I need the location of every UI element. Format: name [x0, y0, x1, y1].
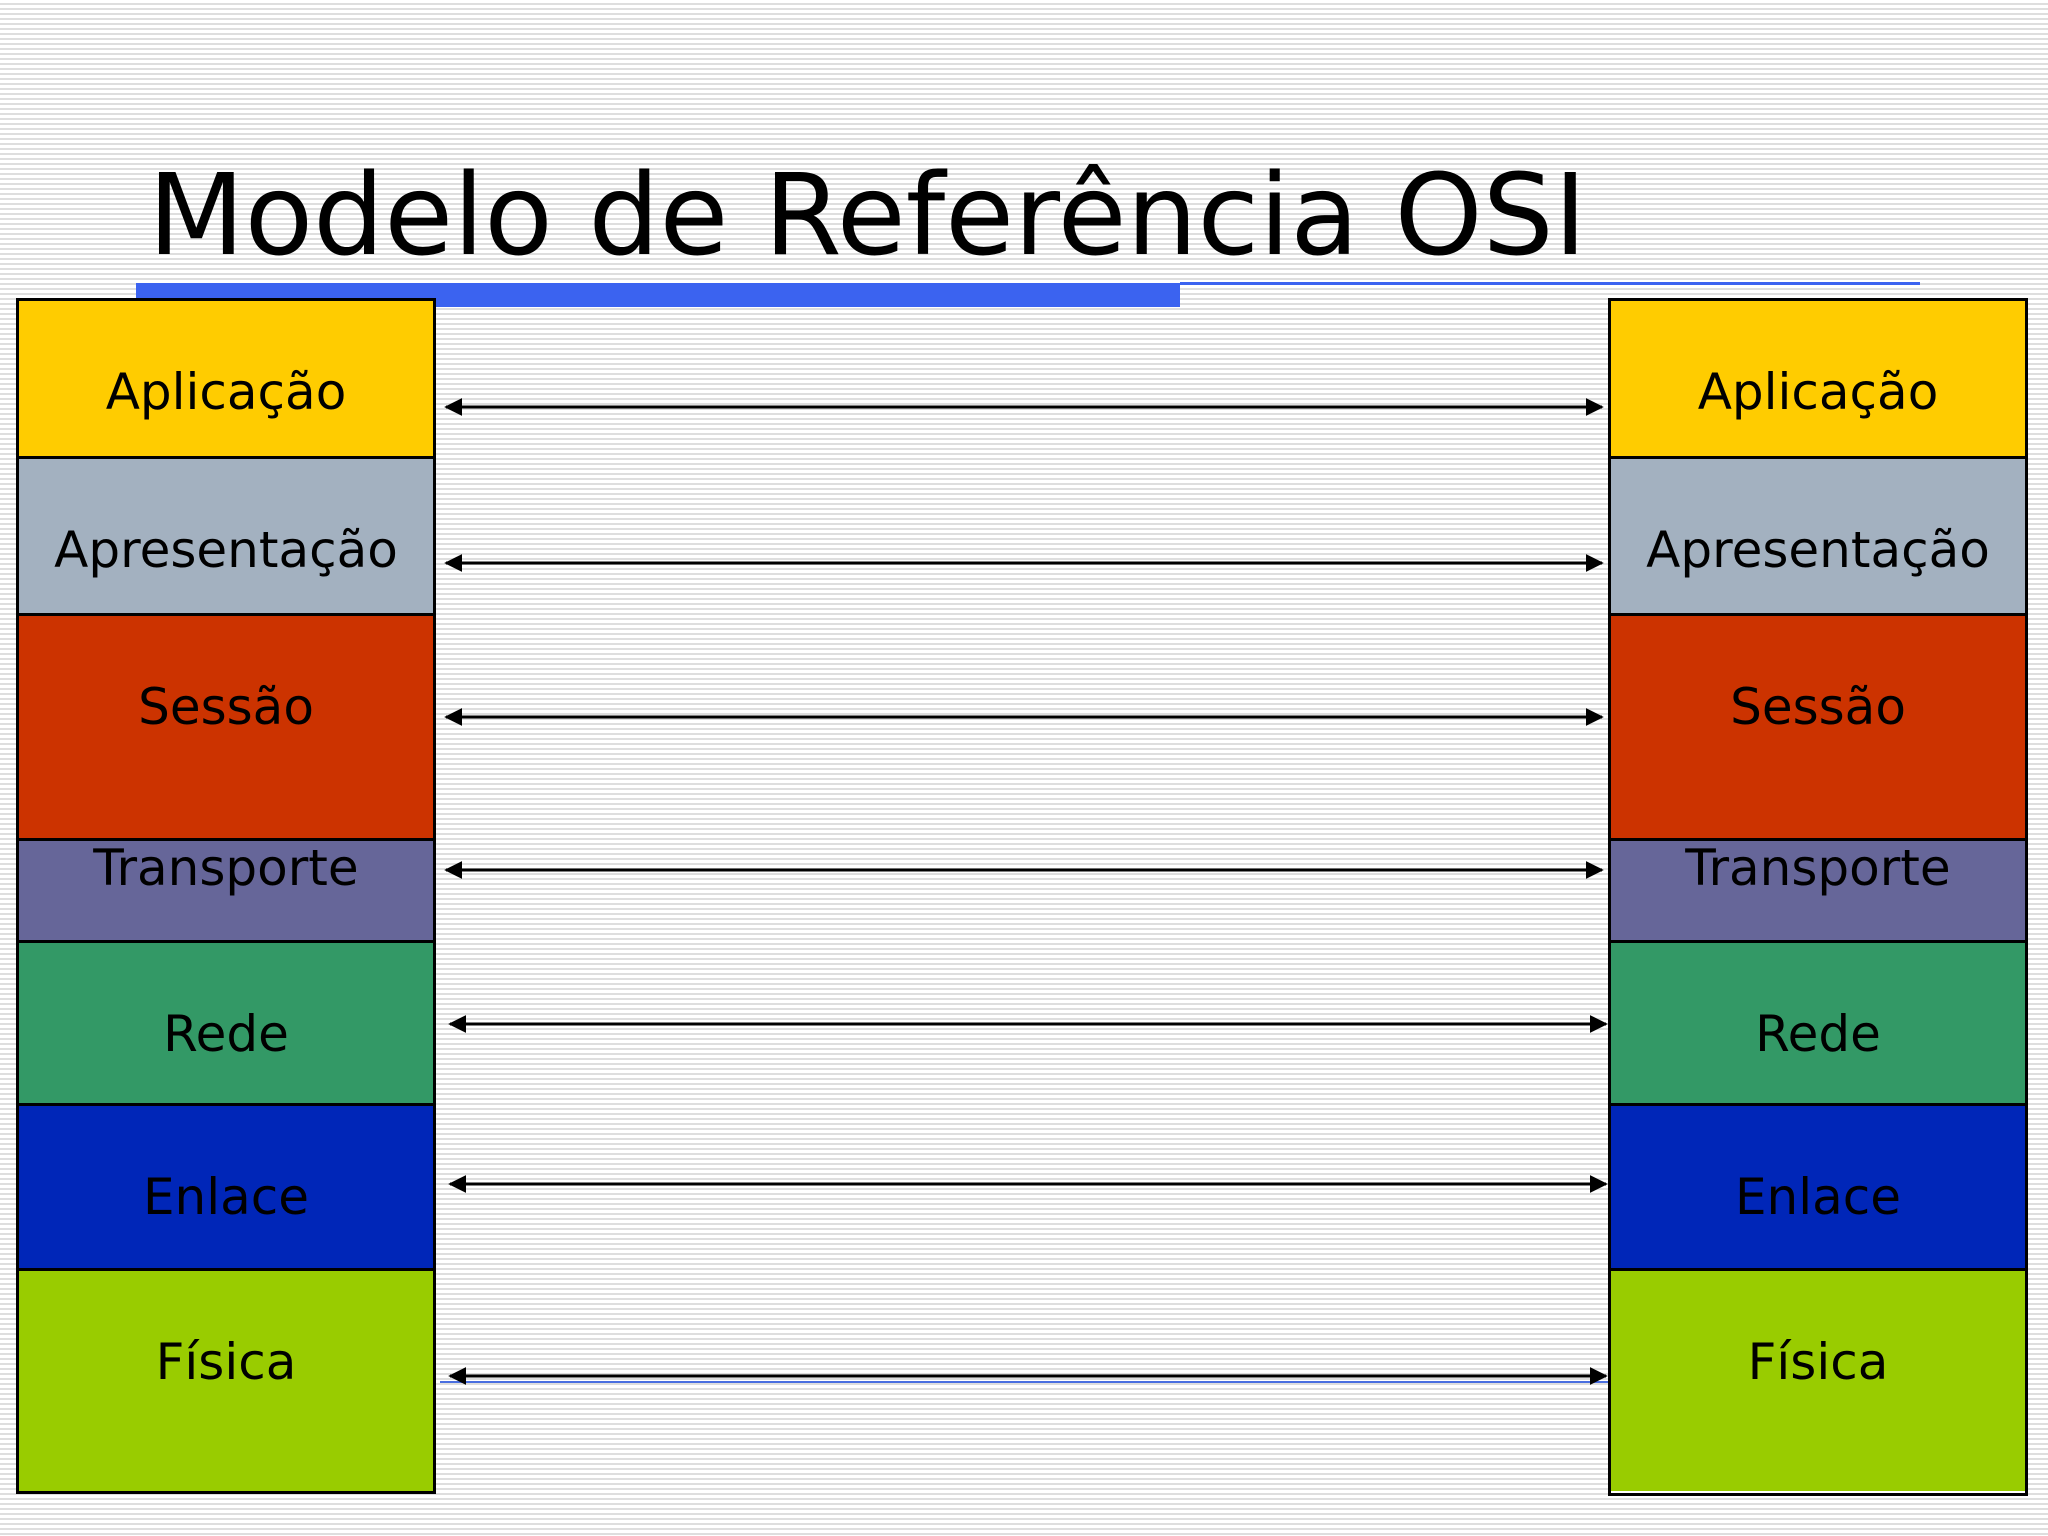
left-layer-enlace: Enlace: [19, 1106, 433, 1271]
left-layer-apresentacao: Apresentação: [19, 459, 433, 616]
right-layer-apresentacao-label: Apresentação: [1646, 521, 1990, 579]
right-layer-apresentacao: Apresentação: [1611, 459, 2025, 616]
right-osi-stack: Aplicação Apresentação Sessão Transporte…: [1608, 298, 2028, 1496]
left-layer-sessao-label: Sessão: [138, 678, 314, 736]
left-layer-aplicacao-label: Aplicação: [105, 363, 347, 421]
left-osi-stack: Aplicação Apresentação Sessão Transporte…: [16, 298, 436, 1494]
left-layer-rede: Rede: [19, 943, 433, 1106]
right-layer-rede: Rede: [1611, 943, 2025, 1106]
right-layer-fisica-label: Física: [1747, 1333, 1889, 1391]
right-layer-aplicacao-label: Aplicação: [1697, 363, 1939, 421]
left-layer-rede-label: Rede: [163, 1005, 289, 1063]
right-layer-fisica: Física: [1611, 1271, 2025, 1491]
left-layer-apresentacao-label: Apresentação: [54, 521, 398, 579]
right-layer-sessao: Sessão: [1611, 616, 2025, 841]
left-layer-fisica-label: Física: [155, 1333, 297, 1391]
left-layer-transporte-label: Transporte: [93, 839, 359, 897]
page-title: Modelo de Referência OSI: [148, 151, 1587, 281]
title-underline-thin: [1180, 282, 1920, 285]
right-layer-transporte-label: Transporte: [1685, 839, 1951, 897]
right-layer-enlace-label: Enlace: [1734, 1168, 1902, 1226]
right-layer-aplicacao: Aplicação: [1611, 301, 2025, 459]
left-layer-enlace-label: Enlace: [142, 1168, 310, 1226]
right-layer-rede-label: Rede: [1755, 1005, 1881, 1063]
left-layer-transporte: Transporte: [19, 841, 433, 943]
left-layer-aplicacao: Aplicação: [19, 301, 433, 459]
right-layer-enlace: Enlace: [1611, 1106, 2025, 1271]
right-layer-sessao-label: Sessão: [1730, 678, 1906, 736]
right-layer-transporte: Transporte: [1611, 841, 2025, 943]
left-layer-sessao: Sessão: [19, 616, 433, 841]
left-layer-fisica: Física: [19, 1271, 433, 1491]
